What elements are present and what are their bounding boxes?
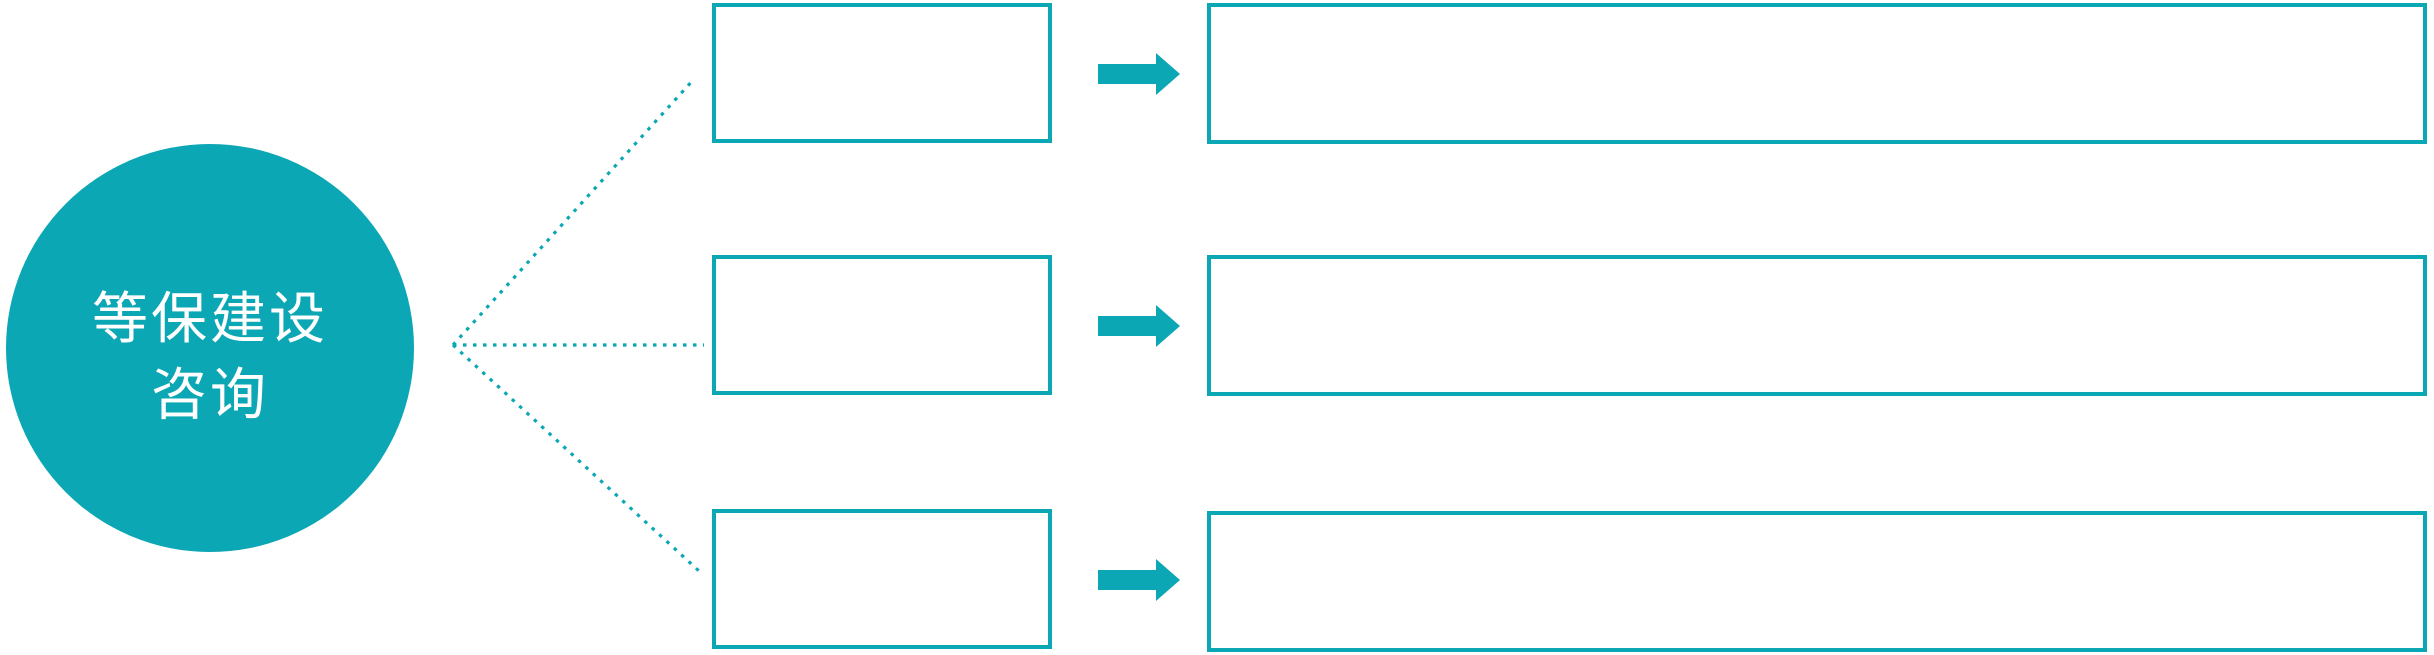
detail-box-row2	[1207, 255, 2427, 396]
arrow-right-icon-row3	[1098, 559, 1180, 601]
dotted-connector-top	[451, 77, 696, 347]
topic-label-line2: 咨询	[151, 363, 269, 426]
arrow-right-icon-row1	[1098, 53, 1180, 95]
detail-box-row3	[1207, 511, 2427, 652]
step-box-row3	[712, 509, 1052, 649]
topic-circle: 等保建设 咨询	[6, 144, 414, 552]
arrow-right-icon-row2	[1098, 305, 1180, 347]
step-box-row2	[712, 255, 1052, 395]
dotted-connector-bottom	[451, 343, 701, 573]
step-box-row1	[712, 3, 1052, 143]
topic-label-line1: 等保建设	[92, 287, 328, 350]
detail-box-row1	[1207, 3, 2427, 144]
